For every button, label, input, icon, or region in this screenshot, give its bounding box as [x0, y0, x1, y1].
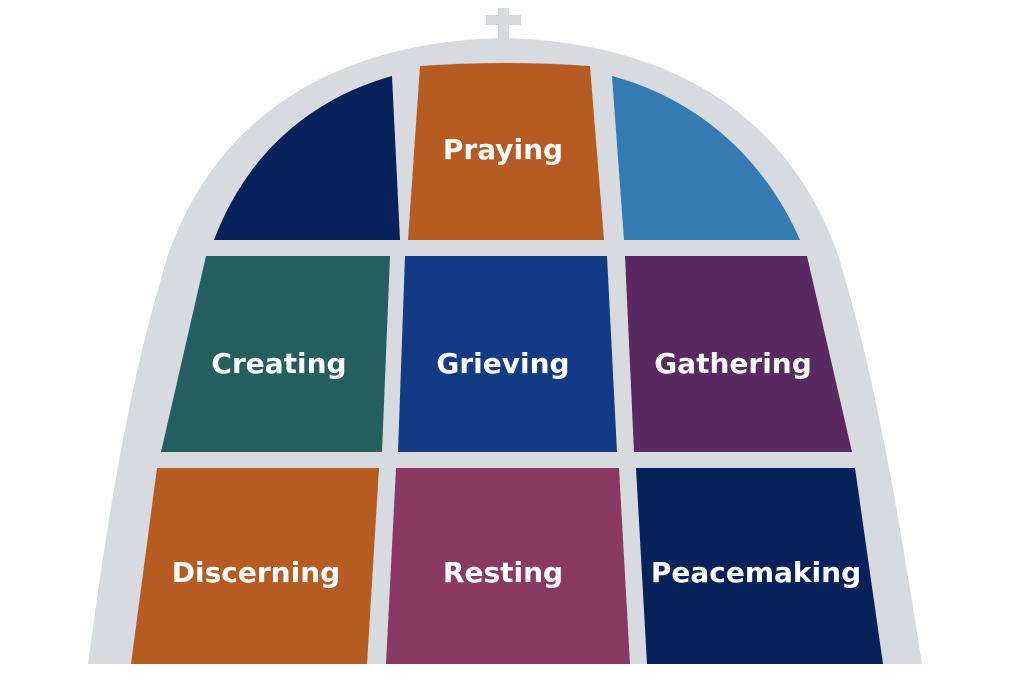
- pane-top-right: [612, 76, 800, 240]
- pane-top-center: [408, 63, 604, 240]
- label-resting: Resting: [443, 556, 563, 589]
- pane-middle-right: [625, 256, 852, 452]
- pane-middle-center: [398, 256, 617, 452]
- pane-bottom-right: [636, 468, 883, 664]
- pane-middle-left: [161, 256, 390, 452]
- label-gathering: Gathering: [654, 347, 812, 380]
- pane-bottom-left: [131, 468, 379, 664]
- pane-bottom-center: [386, 468, 630, 664]
- pane-top-left: [214, 76, 400, 240]
- label-grieving: Grieving: [436, 347, 569, 380]
- label-peacemaking: Peacemaking: [651, 556, 861, 589]
- cross-icon: [486, 8, 521, 40]
- label-discerning: Discerning: [172, 556, 340, 589]
- label-praying: Praying: [443, 133, 563, 166]
- label-creating: Creating: [211, 347, 346, 380]
